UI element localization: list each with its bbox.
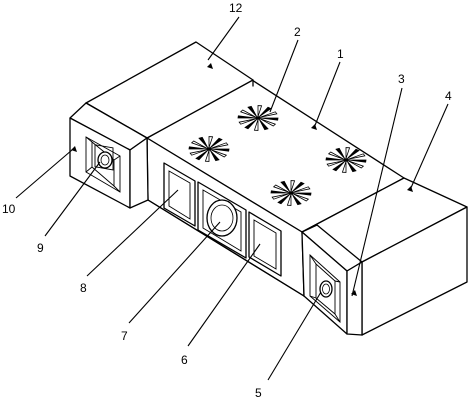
label-12: 12	[229, 1, 243, 15]
fan-blade	[280, 180, 291, 192]
fan-blade	[293, 186, 311, 193]
fan-blade	[210, 149, 228, 158]
label-10: 10	[2, 202, 16, 216]
fan-blade	[341, 161, 347, 173]
fan-blade	[335, 147, 346, 159]
left-panel	[163, 162, 196, 227]
right-end-unit	[301, 224, 363, 336]
fan-blade	[259, 118, 277, 127]
fan-blade	[211, 142, 229, 149]
fan-blade	[195, 150, 209, 161]
fan-blade	[348, 159, 367, 163]
fan-hub	[288, 191, 294, 195]
fan-blade	[327, 151, 345, 160]
label-4: 4	[445, 89, 452, 103]
fan-blade	[326, 160, 344, 167]
reference-numerals: 12 2 1 3 4 5 6 7 8 9 10	[2, 1, 452, 400]
fan-blade	[291, 194, 302, 206]
fan-blade	[293, 192, 312, 196]
right-panel	[248, 211, 282, 277]
label-3: 3	[398, 72, 405, 86]
label-5: 5	[255, 386, 262, 400]
label-6: 6	[181, 353, 188, 367]
fan-blade	[332, 161, 346, 172]
fan-blade	[209, 137, 223, 148]
front-panels	[163, 162, 282, 277]
fan-blade	[257, 105, 263, 117]
fan-blade	[346, 161, 357, 173]
leader-lines	[15, 16, 449, 381]
fan-blade	[238, 118, 256, 125]
fan-icon	[188, 136, 230, 162]
fan-blade	[348, 153, 366, 160]
left-end-unit	[69, 102, 149, 209]
fan-blade	[211, 148, 230, 152]
label-9: 9	[37, 241, 44, 255]
fan-blade	[258, 119, 269, 131]
fan-blade	[270, 190, 289, 194]
fan-blade	[260, 117, 279, 121]
right-port	[319, 280, 333, 298]
fan-blade	[346, 148, 360, 159]
fan-blade	[239, 109, 257, 118]
fan-blade	[204, 150, 210, 162]
fan-blade	[208, 136, 214, 148]
fan-icon	[270, 180, 312, 206]
fan-blade	[253, 119, 259, 131]
fan-blade	[260, 111, 278, 118]
fan-icon	[237, 105, 279, 131]
fan-hub	[206, 147, 212, 151]
fan-blade	[190, 140, 208, 149]
fan-blade	[247, 105, 258, 117]
fan-hub	[343, 158, 349, 162]
fan-blade	[292, 193, 310, 202]
fan-blade	[272, 184, 290, 193]
left-port	[94, 144, 114, 171]
fan-blade	[286, 194, 292, 206]
fan-blade	[237, 115, 256, 119]
fan-blade	[325, 157, 344, 161]
fan-blade	[291, 181, 305, 192]
fan-blade	[345, 147, 351, 159]
fan-blade	[290, 180, 296, 192]
fan-blade	[271, 193, 289, 200]
fan-blade	[277, 194, 291, 205]
fan-icon	[325, 147, 367, 173]
fan-blade	[198, 136, 209, 148]
fan-blade	[258, 106, 272, 117]
fan-blade	[244, 119, 258, 130]
label-7: 7	[121, 329, 128, 343]
label-2: 2	[294, 25, 301, 39]
fan-hub	[255, 116, 261, 120]
label-1: 1	[337, 47, 344, 61]
fan-blade	[188, 146, 207, 150]
fan-blade	[189, 149, 207, 156]
top-fans	[188, 105, 367, 206]
fan-blade	[347, 160, 365, 169]
label-8: 8	[80, 281, 87, 295]
fan-blade	[209, 150, 220, 162]
